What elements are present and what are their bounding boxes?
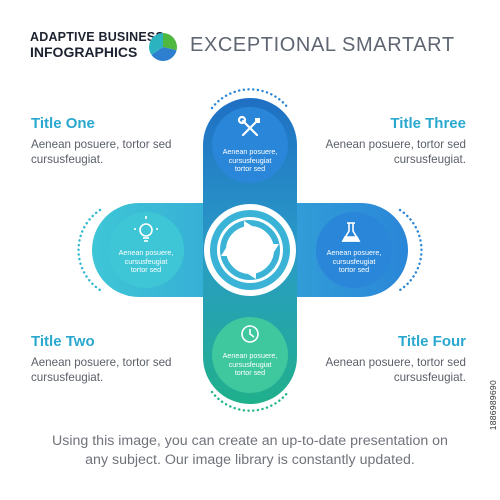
circle-top-text: Aenean posuere, cursusfeugiat tortor sed bbox=[222, 147, 278, 174]
lightbulb-icon bbox=[134, 216, 158, 242]
clock-icon bbox=[241, 325, 259, 343]
image-id-watermark: 1886989690 bbox=[488, 380, 498, 431]
circle-right bbox=[316, 212, 392, 288]
block-title-four: Title Four bbox=[397, 333, 466, 350]
page-title: EXCEPTIONAL SMARTART bbox=[190, 34, 455, 56]
footer-line2: any subject. Our image library is consta… bbox=[85, 452, 415, 468]
circle-top bbox=[212, 107, 288, 183]
block-text-two: Aenean posuere, tortor sed cursusfeugiat… bbox=[31, 356, 172, 384]
flask-icon bbox=[341, 222, 361, 242]
block-text-four: Aenean posuere, tortor sed cursusfeugiat… bbox=[325, 356, 466, 384]
circle-bottom bbox=[212, 317, 288, 393]
tools-icon bbox=[237, 115, 260, 137]
dotted-arc-right bbox=[398, 208, 423, 292]
brand-line1: ADAPTIVE BUSINESS bbox=[30, 30, 164, 44]
block-text-three: Aenean posuere, tortor sed cursusfeugiat… bbox=[325, 138, 466, 166]
footer-line1: Using this image, you can create an up-t… bbox=[52, 433, 448, 449]
block-title-three: Title Three bbox=[390, 115, 466, 132]
dotted-arc-left bbox=[77, 208, 102, 292]
block-title-one: Title One bbox=[31, 115, 95, 132]
circle-left bbox=[108, 212, 184, 288]
footer-text: Using this image, you can create an up-t… bbox=[0, 432, 500, 470]
circle-right-text: Aenean posuere, cursusfeugiat tortor sed bbox=[326, 248, 382, 275]
brand-logo-icon bbox=[149, 33, 177, 61]
block-text-one: Aenean posuere, tortor sed cursusfeugiat… bbox=[31, 138, 172, 166]
header: ADAPTIVE BUSINESS INFOGRAPHICS EXCEPTION… bbox=[0, 0, 500, 72]
circle-bottom-text: Aenean posuere, cursusfeugiat tortor sed bbox=[222, 351, 278, 378]
circle-left-text: Aenean posuere, cursusfeugiat tortor sed bbox=[118, 248, 174, 275]
brand-line2: INFOGRAPHICS bbox=[30, 44, 138, 60]
cycle-arrows-icon bbox=[225, 225, 275, 275]
block-title-two: Title Two bbox=[31, 333, 95, 350]
brand: ADAPTIVE BUSINESS INFOGRAPHICS bbox=[30, 30, 164, 60]
